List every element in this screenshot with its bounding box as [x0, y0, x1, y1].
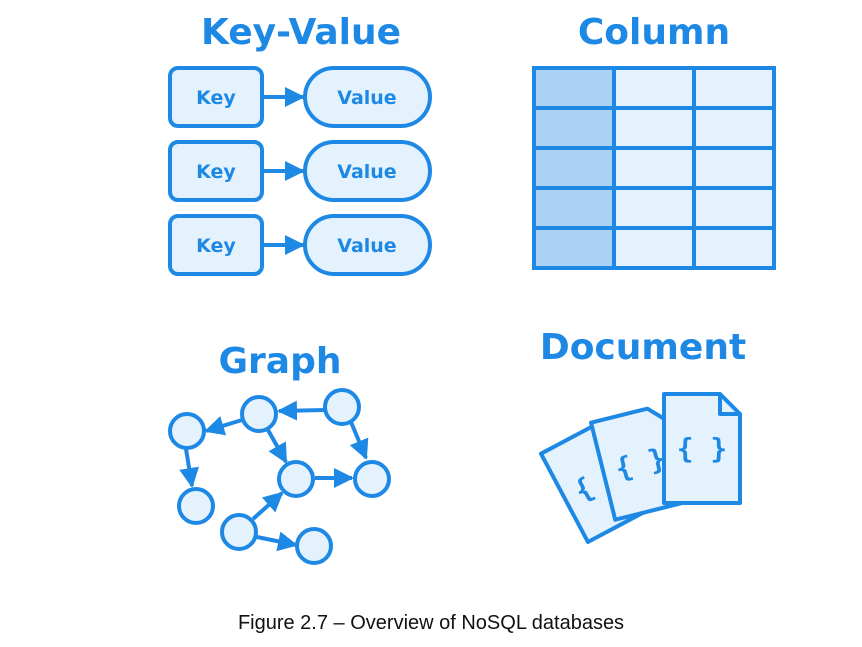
graph-node	[353, 460, 391, 498]
graph-nodes	[168, 388, 391, 565]
graph-edges	[179, 400, 369, 552]
graph-edge	[277, 400, 326, 421]
graph-title: Graph	[219, 341, 342, 382]
key-value-pair: Key Value	[168, 140, 432, 202]
graph-edge	[266, 429, 288, 464]
document-stack: { } { } { }	[538, 392, 742, 544]
value-box	[303, 214, 432, 276]
graph-edge	[204, 416, 243, 436]
key-label: Key	[196, 161, 236, 183]
table-border	[532, 66, 776, 270]
graph-node	[277, 460, 315, 498]
column-title: Column	[578, 12, 730, 53]
first-column	[534, 68, 614, 268]
curly-braces-icon: { }	[677, 432, 728, 465]
graph-node	[177, 487, 215, 525]
column-table	[532, 66, 776, 270]
graph-node	[323, 388, 361, 426]
value-box	[303, 140, 432, 202]
value-label: Value	[337, 87, 396, 109]
value-label: Value	[337, 161, 396, 183]
value-label: Value	[337, 235, 396, 257]
graph-edge	[256, 531, 298, 552]
value-box	[303, 66, 432, 128]
graph-edge	[251, 491, 284, 521]
figure-caption: Figure 2.7 – Overview of NoSQL databases	[237, 612, 625, 634]
folded-corner-icon	[718, 394, 740, 416]
document-sheet: { }	[662, 392, 742, 505]
document-title: Document	[540, 327, 746, 368]
graph-node	[240, 395, 278, 433]
key-value-pair: Key Value	[168, 66, 432, 128]
graph-edge	[349, 421, 369, 460]
graph-node	[295, 527, 333, 565]
graph-edge	[179, 448, 199, 488]
key-label: Key	[196, 87, 236, 109]
key-label: Key	[196, 235, 236, 257]
graph-node	[220, 513, 258, 551]
key-value-pair: Key Value	[168, 214, 432, 276]
graph-node	[168, 412, 206, 450]
key-value-pairs: Key Value Key Value Key Value	[168, 66, 432, 276]
key-value-title: Key-Value	[201, 12, 401, 53]
